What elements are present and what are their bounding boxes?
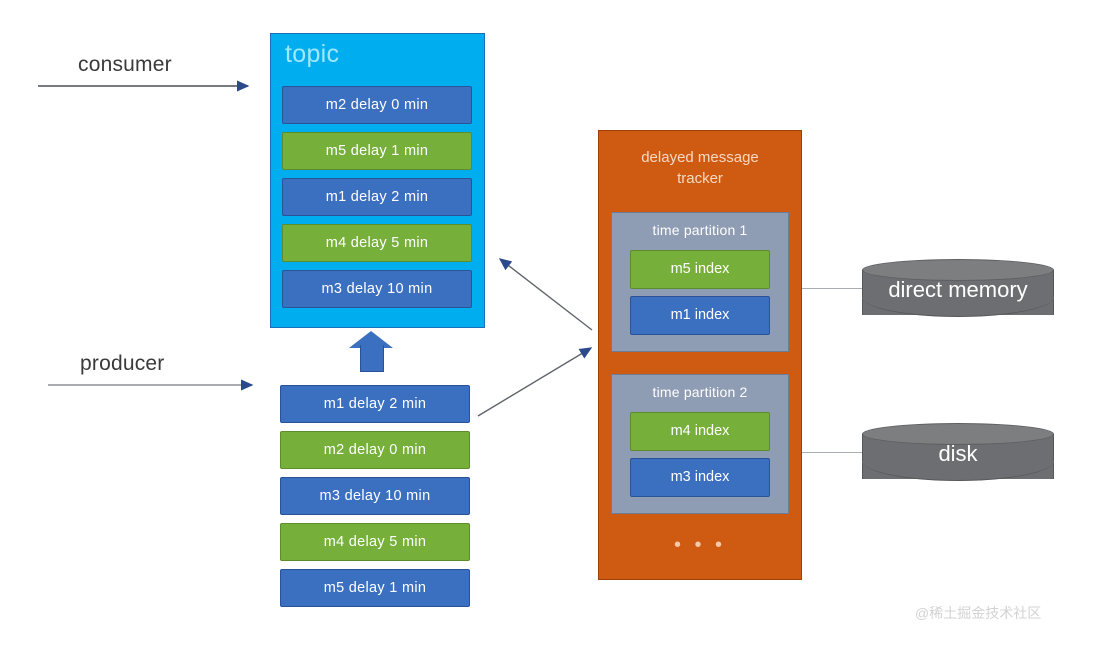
disk-label: disk <box>938 441 978 466</box>
time-partition-1-title: time partition 1 <box>652 222 748 238</box>
producer-up-arrow-head <box>349 331 393 348</box>
topic-message-4[interactable]: m3 delay 10 min <box>282 270 472 308</box>
topic-title: topic <box>285 40 340 68</box>
direct-memory-cylinder[interactable]: direct memory <box>862 259 1054 317</box>
topic-message-2[interactable]: m1 delay 2 min <box>282 178 472 216</box>
producer-message-4[interactable]: m5 delay 1 min <box>280 569 470 607</box>
time-partition-1[interactable]: time partition 1 m5 index m1 index <box>611 212 789 352</box>
tracker-title-line2: tracker <box>677 170 723 187</box>
producer-message-1[interactable]: m2 delay 0 min <box>280 431 470 469</box>
consumer-label: consumer <box>78 53 172 76</box>
topic-message-0[interactable]: m2 delay 0 min <box>282 86 472 124</box>
tracker-to-topic-arrow <box>498 258 593 331</box>
queue-to-tracker-arrow <box>477 347 593 417</box>
producer-message-2[interactable]: m3 delay 10 min <box>280 477 470 515</box>
tracker-ellipsis: • • • <box>673 534 727 556</box>
partition-1-to-memory-line <box>802 288 862 289</box>
producer-message-0[interactable]: m1 delay 2 min <box>280 385 470 423</box>
direct-memory-cylinder-bottom <box>862 297 1054 317</box>
direct-memory-label: direct memory <box>888 277 1028 302</box>
partition-2-index-1[interactable]: m3 index <box>630 458 770 497</box>
time-partition-2-title: time partition 2 <box>652 384 748 400</box>
tracker-title-line1: delayed message <box>641 149 759 166</box>
time-partition-2[interactable]: time partition 2 m4 index m3 index <box>611 374 789 514</box>
partition-2-index-0[interactable]: m4 index <box>630 412 770 451</box>
direct-memory-cylinder-top <box>862 259 1054 281</box>
producer-label: producer <box>80 352 165 375</box>
topic-message-1[interactable]: m5 delay 1 min <box>282 132 472 170</box>
partition-1-index-1[interactable]: m1 index <box>630 296 770 335</box>
partition-1-index-0[interactable]: m5 index <box>630 250 770 289</box>
partition-2-to-disk-line <box>802 452 862 453</box>
watermark: @稀土掘金技术社区 <box>915 605 1042 621</box>
disk-cylinder[interactable]: disk <box>862 423 1054 481</box>
tracker-title: delayed message tracker <box>599 147 801 189</box>
disk-cylinder-top <box>862 423 1054 445</box>
topic-message-3[interactable]: m4 delay 5 min <box>282 224 472 262</box>
producer-message-3[interactable]: m4 delay 5 min <box>280 523 470 561</box>
disk-cylinder-bottom <box>862 461 1054 481</box>
producer-up-arrow-stem <box>360 345 384 372</box>
